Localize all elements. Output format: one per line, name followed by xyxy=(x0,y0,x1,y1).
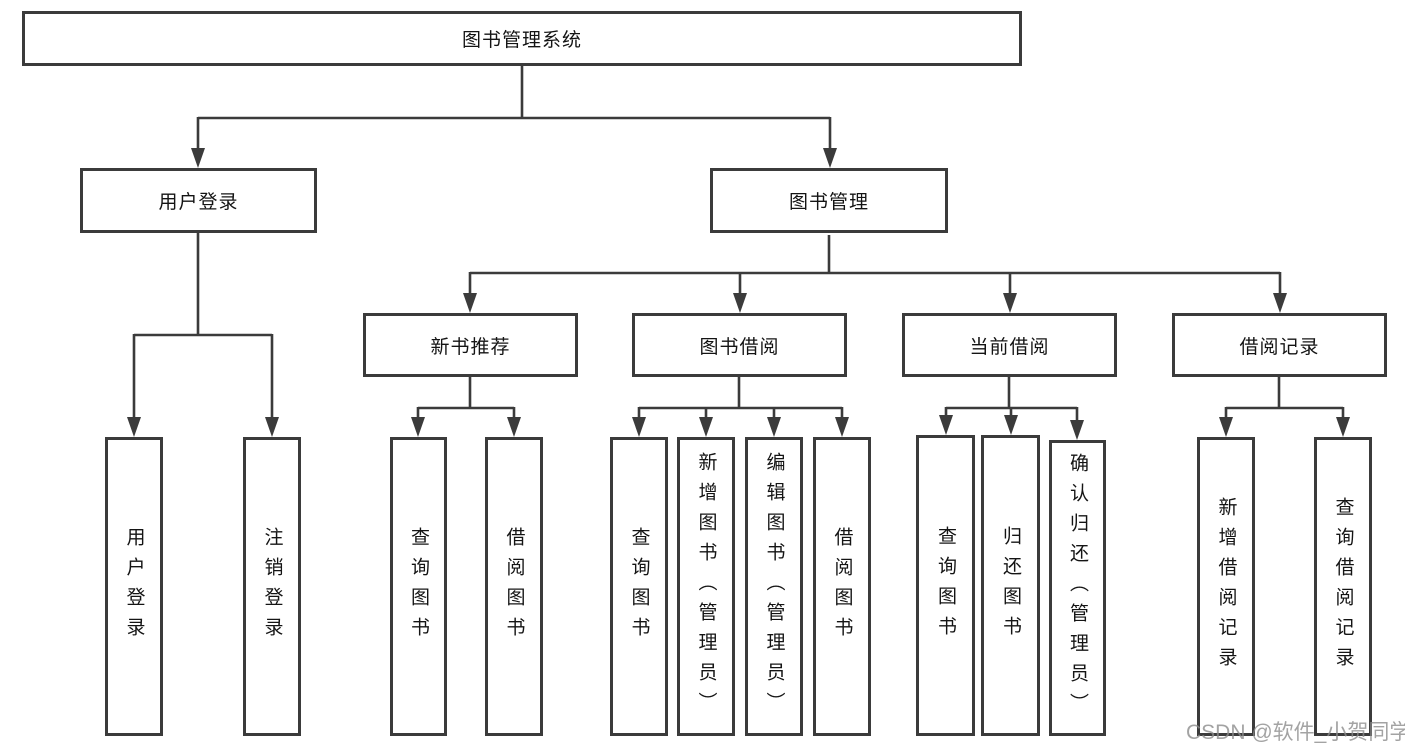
leaf-query-book-3-label: 查询图书 xyxy=(935,525,956,646)
node-root: 图书管理系统 xyxy=(22,11,1022,66)
leaf-query-book-1: 查询图书 xyxy=(390,437,447,736)
leaf-borrow-book-1-label: 借阅图书 xyxy=(503,526,525,647)
leaf-user-login: 用户登录 xyxy=(105,437,163,736)
node-current-borrow: 当前借阅 xyxy=(902,313,1117,377)
node-current-borrow-label: 当前借阅 xyxy=(969,336,1050,358)
leaf-borrow-book-2: 借阅图书 xyxy=(813,437,871,736)
leaf-logout: 注销登录 xyxy=(243,437,301,736)
node-book-mgmt-label: 图书管理 xyxy=(788,192,869,213)
arrowheads xyxy=(127,148,1350,440)
leaf-query-book-3: 查询图书 xyxy=(916,435,975,736)
leaf-add-book: 新增图书（管理员） xyxy=(677,437,735,736)
leaf-query-book-2-label: 查询图书 xyxy=(628,526,650,647)
node-user-login-label: 用户登录 xyxy=(158,192,239,213)
node-book-borrow: 图书借阅 xyxy=(632,313,847,377)
node-root-label: 图书管理系统 xyxy=(461,30,582,51)
leaf-return-book-label: 归还图书 xyxy=(1000,525,1021,646)
node-borrow-record-label: 借阅记录 xyxy=(1239,336,1320,358)
node-new-book-rec: 新书推荐 xyxy=(363,313,578,377)
leaf-query-book-2: 查询图书 xyxy=(610,437,668,736)
leaf-add-borrow-record-label: 新增借阅记录 xyxy=(1215,496,1237,677)
leaf-query-book-1-label: 查询图书 xyxy=(408,526,429,647)
leaf-edit-book: 编辑图书（管理员） xyxy=(745,437,803,736)
csdn-watermark: CSDN @软件_小贺同学 xyxy=(1186,721,1405,744)
leaf-confirm-return-label: 确认归还（管理员） xyxy=(1067,453,1088,723)
node-book-mgmt: 图书管理 xyxy=(710,168,948,233)
node-new-book-rec-label: 新书推荐 xyxy=(430,336,511,358)
node-book-borrow-label: 图书借阅 xyxy=(699,336,780,358)
leaf-edit-book-label: 编辑图书（管理员） xyxy=(763,451,785,722)
leaf-query-borrow-record-label: 查询借阅记录 xyxy=(1332,496,1354,677)
leaf-borrow-book-1: 借阅图书 xyxy=(485,437,543,736)
leaf-borrow-book-2-label: 借阅图书 xyxy=(831,526,853,647)
leaf-logout-label: 注销登录 xyxy=(261,526,283,647)
leaf-return-book: 归还图书 xyxy=(981,435,1040,736)
node-user-login: 用户登录 xyxy=(80,168,317,233)
leaf-add-borrow-record: 新增借阅记录 xyxy=(1197,437,1255,736)
leaf-user-login-label: 用户登录 xyxy=(123,526,145,647)
node-borrow-record: 借阅记录 xyxy=(1172,313,1387,377)
leaf-add-book-label: 新增图书（管理员） xyxy=(695,451,717,722)
leaf-query-borrow-record: 查询借阅记录 xyxy=(1314,437,1372,736)
leaf-confirm-return: 确认归还（管理员） xyxy=(1049,440,1106,736)
